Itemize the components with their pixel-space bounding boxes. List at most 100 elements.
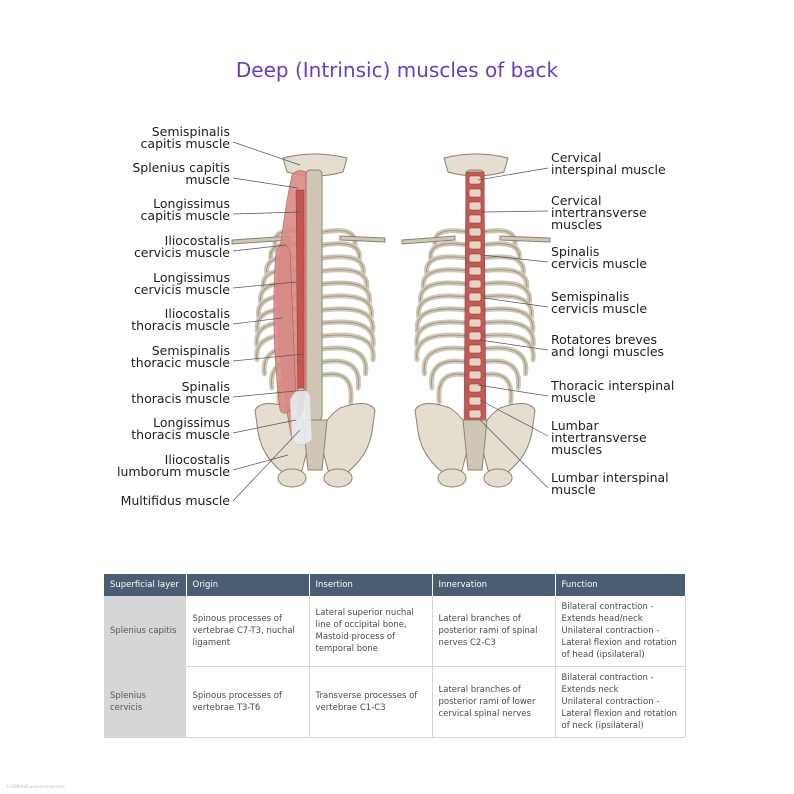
rib-outline (416, 334, 468, 360)
rib-outline (431, 360, 468, 389)
rib-outline (322, 308, 374, 332)
rib-outline (418, 295, 468, 318)
leader-line (477, 384, 549, 397)
rib-outline (482, 321, 534, 346)
page-title: Deep (Intrinsic) muscles of back (235, 58, 559, 82)
right-skeleton (401, 153, 551, 488)
rib (320, 371, 354, 405)
vertebra (468, 188, 482, 198)
rib-outline (482, 334, 534, 360)
rib-outline (322, 269, 368, 289)
vertebra (468, 396, 482, 406)
leader-line (232, 389, 307, 398)
table-row: Splenius cervicis Spinous processes of v… (104, 666, 686, 738)
table-header-row: Superficial layer Origin Insertion Inner… (104, 574, 686, 596)
rib-outline (482, 282, 530, 303)
leader-line (232, 281, 297, 289)
column-header: Origin (186, 574, 310, 596)
rib-outline (322, 347, 367, 374)
vertebra (468, 175, 482, 185)
vertebra (468, 214, 482, 224)
rib-outline (322, 360, 359, 389)
function-cell: Bilateral contraction - Extends head/nec… (555, 596, 686, 667)
vertebra (468, 292, 482, 302)
vertebra (468, 305, 482, 315)
column-header: Superficial layer (104, 574, 187, 596)
rib-outline (426, 256, 468, 275)
table-row: Splenius capitis Spinous processes of ve… (104, 596, 686, 667)
origin-cell: Spinous processes of vertebrae C7-T3, nu… (186, 596, 310, 667)
leader-line (479, 399, 549, 437)
column-header: Insertion (309, 574, 433, 596)
function-line: Unilateral contraction - (561, 697, 660, 707)
rib-outline (482, 295, 532, 318)
rib-outline (322, 282, 370, 303)
vertebra (468, 331, 482, 341)
leader-line (232, 317, 283, 325)
anatomy-label: Multifidus muscle (121, 429, 301, 508)
layer-cell: Splenius cervicis (104, 666, 187, 738)
insertion-cell: Lateral superior nuchal line of occipita… (309, 596, 433, 667)
rib-outline (416, 308, 468, 332)
column-header: Innervation (432, 574, 556, 596)
rib-outline (322, 243, 360, 261)
vertebra (468, 253, 482, 263)
leader-line (232, 419, 297, 434)
rib-outline (430, 243, 468, 261)
right-ribcage (414, 228, 536, 405)
vertebra (468, 227, 482, 237)
origin-cell: Spinous processes of vertebrae T3-T6 (186, 666, 310, 738)
function-line: Extends neck (561, 685, 619, 695)
rib-outline (438, 373, 468, 403)
rib-outline (423, 347, 468, 374)
rib-outline (482, 347, 527, 374)
vertebra (468, 318, 482, 328)
rib-outline (416, 321, 468, 346)
innervation-cell: Lateral branches of posterior rami of sp… (432, 596, 556, 667)
leader-line (481, 254, 549, 263)
rib-outline (420, 282, 468, 303)
insertion-cell: Transverse processes of vertebrae C1-C3 (309, 666, 433, 738)
rib-outline (422, 269, 468, 289)
rib-outline (322, 230, 356, 247)
layer-cell: Splenius capitis (104, 596, 187, 667)
rib-outline (482, 308, 534, 332)
function-line: of neck (ipsilateral) (561, 721, 644, 731)
rib-outline (482, 373, 512, 403)
rib (436, 371, 470, 405)
rib-outline (322, 295, 372, 318)
innervation-cell: Lateral branches of posterior rami of lo… (432, 666, 556, 738)
svg-text:Multifidus muscle: Multifidus muscle (121, 493, 231, 508)
rib-outline (322, 334, 374, 360)
function-line: Bilateral contraction - (561, 602, 654, 612)
rib-outline (482, 360, 519, 389)
leader-line (483, 297, 549, 308)
left-skeleton (231, 153, 386, 488)
leader-line (232, 429, 301, 502)
rib-outline (322, 321, 374, 346)
vertebra (468, 240, 482, 250)
